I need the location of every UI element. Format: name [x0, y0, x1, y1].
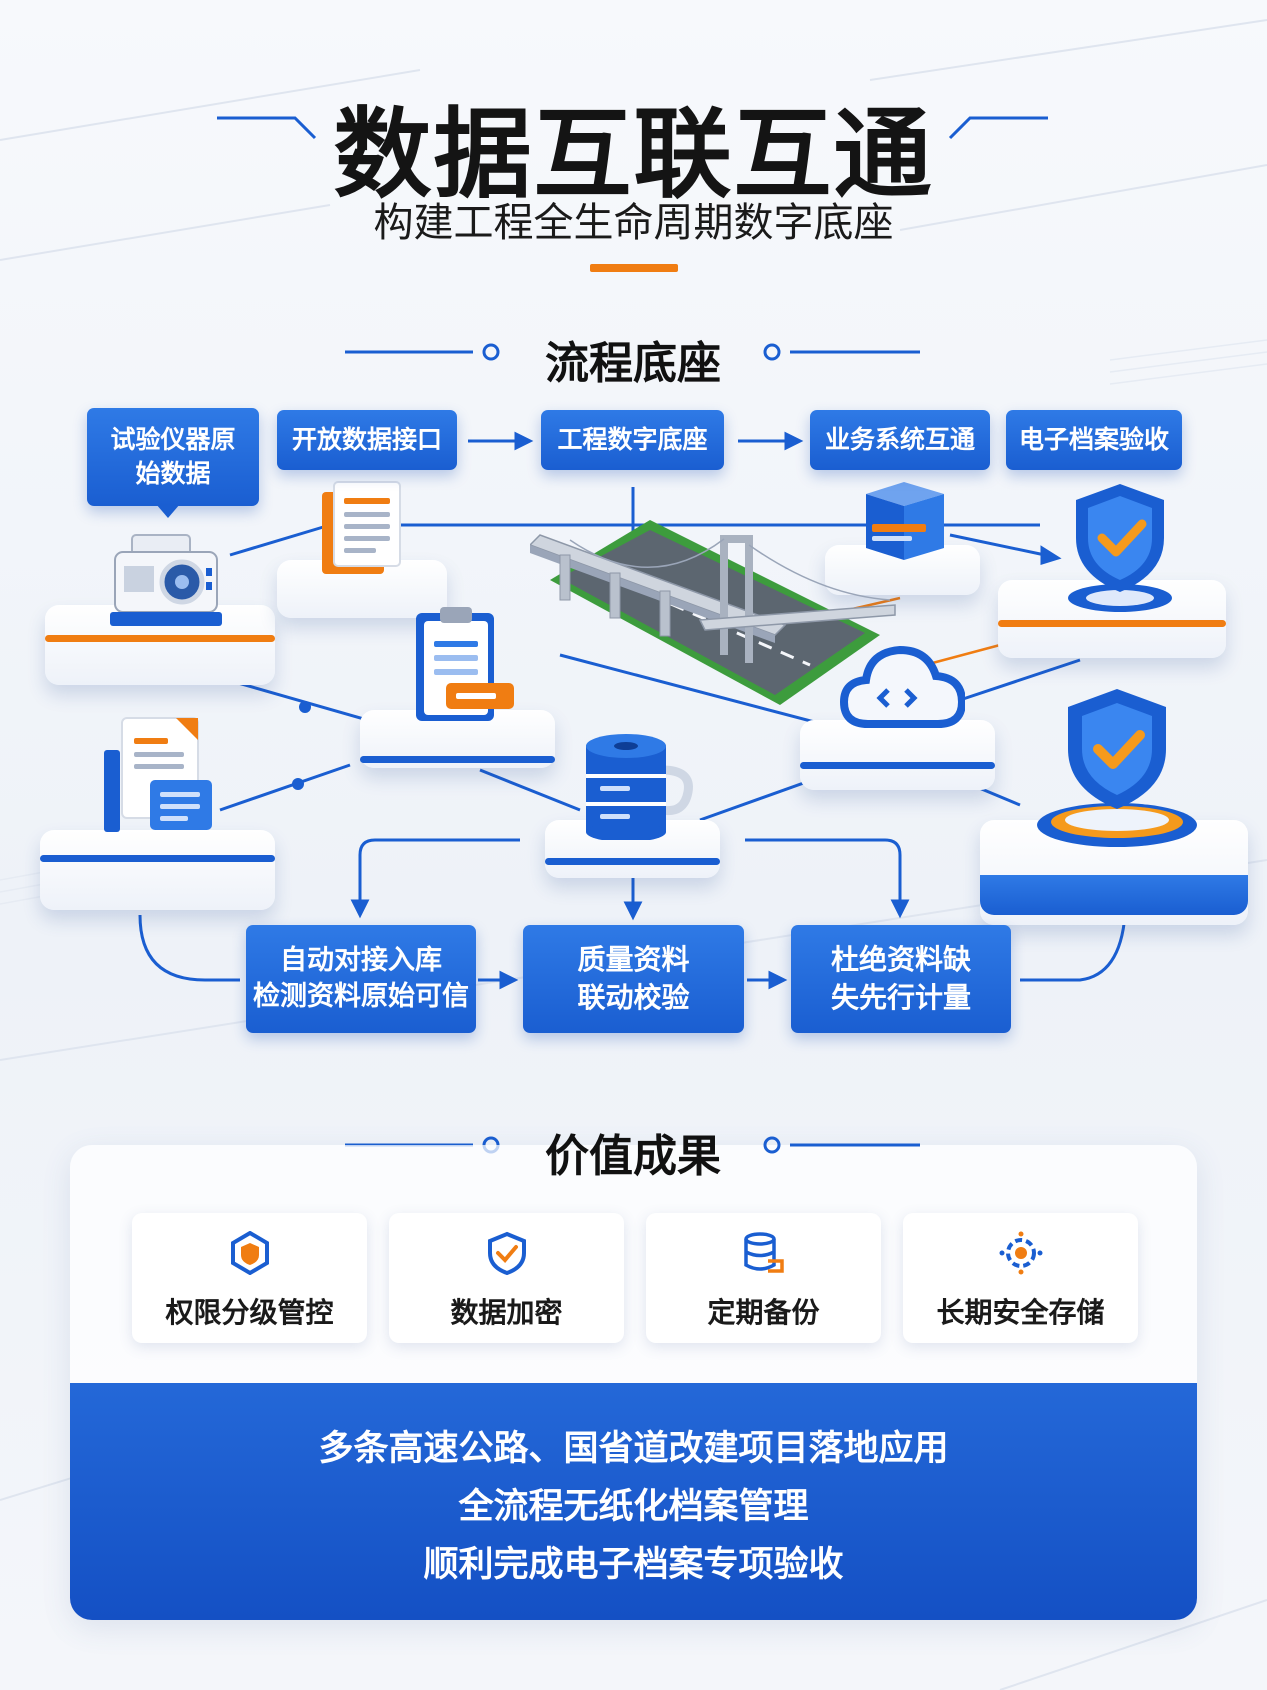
database-backup-icon [744, 1232, 784, 1273]
gear-shield-icon [231, 1231, 269, 1275]
highlight-line-3: 顺利完成电子档案专项验收 [423, 1545, 844, 1585]
title-deco-left [217, 116, 317, 140]
callout-tail [156, 504, 180, 518]
step-instrument-raw-data: 试验仪器原始数据 [87, 408, 259, 506]
lab-instrument-icon [110, 534, 222, 626]
value-card-label: 权限分级管控 [165, 1296, 334, 1329]
highlight-line-2: 全流程无纸化档案管理 [458, 1487, 809, 1527]
value-card-regular-backup: 定期备份 [646, 1213, 881, 1343]
step-open-data-interface: 开放数据接口 [277, 410, 457, 470]
cloud-icon [840, 645, 965, 728]
value-card-data-encryption: 数据加密 [389, 1213, 624, 1343]
title-deco-right [948, 116, 1048, 140]
report-documents-icon [104, 717, 212, 832]
section-title-value: 价值成果 [545, 1131, 721, 1182]
platform-documents [40, 830, 275, 910]
page-subtitle: 构建工程全生命周期数字底座 [373, 200, 894, 246]
step-electronic-archive-acceptance: 电子档案验收 [1006, 410, 1182, 470]
clipboard-icon [416, 607, 514, 721]
shield-check-icon-upper [1068, 484, 1172, 612]
highlights-band [70, 1383, 1197, 1620]
value-card-access-control: 权限分级管控 [132, 1213, 367, 1343]
highlight-line-1: 多条高速公路、国省道改建项目落地应用 [318, 1429, 949, 1469]
section-deco-right-2 [763, 1136, 920, 1154]
page-title: 数据互联互通 [333, 98, 934, 212]
value-card-long-term-storage: 长期安全存储 [903, 1213, 1138, 1343]
section-title-process: 流程底座 [545, 338, 721, 389]
document-stack-icon [322, 481, 401, 574]
step-auto-import: 自动对接入库检测资料原始可信 [246, 925, 476, 1033]
value-card-label: 数据加密 [450, 1296, 563, 1329]
accent-bar [590, 264, 678, 272]
database-icon [586, 734, 693, 840]
bridge-illustration [530, 520, 896, 705]
step-quality-linked-check: 质量资料联动校验 [523, 925, 744, 1033]
gear-icon [999, 1231, 1043, 1275]
step-business-system-interconnect: 业务系统互通 [810, 410, 990, 470]
section-deco-right [763, 343, 920, 361]
value-card-label: 长期安全存储 [936, 1296, 1105, 1329]
step-prevent-missing-materials: 杜绝资料缺失先行计量 [791, 925, 1011, 1033]
shield-check-icon [488, 1231, 526, 1275]
section-deco-left [345, 343, 500, 361]
platform-cloud [800, 720, 995, 790]
value-card-label: 定期备份 [707, 1296, 820, 1329]
step-engineering-digital-base: 工程数字底座 [541, 410, 724, 470]
server-box-icon [866, 482, 944, 560]
shield-check-icon-lower [1037, 689, 1197, 847]
